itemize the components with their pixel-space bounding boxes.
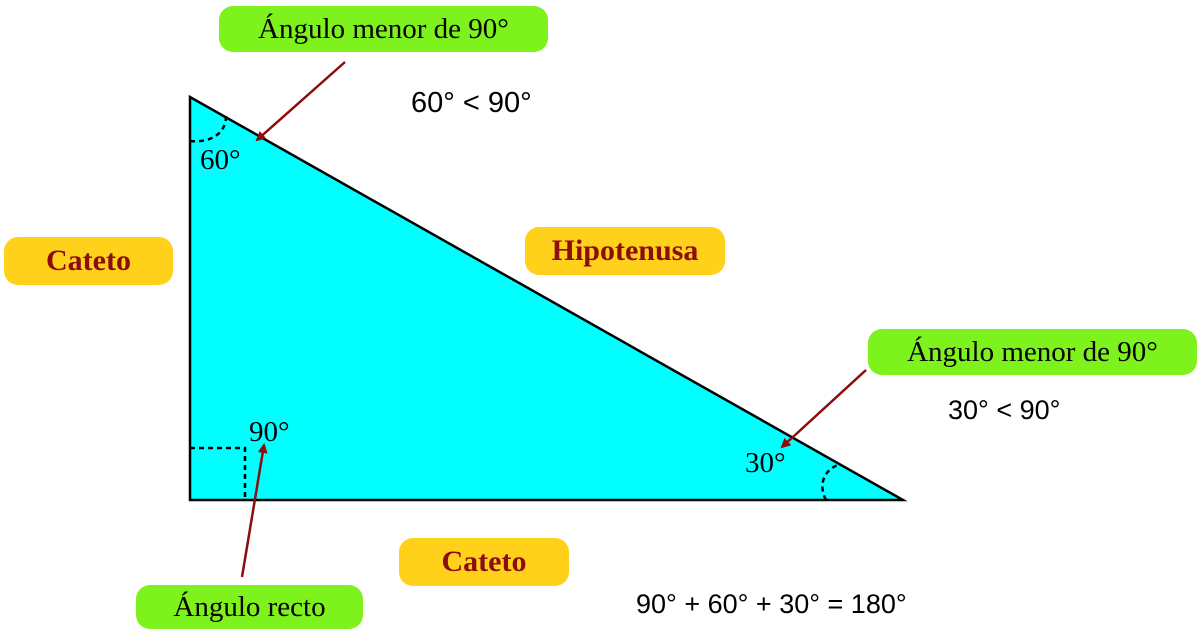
angle-sum-equation: 90° + 60° + 30° = 180°	[636, 589, 907, 619]
right-triangle	[188, 94, 908, 502]
label-cateto-horizontal: Cateto	[399, 538, 569, 586]
angle-top-value: 60°	[200, 144, 241, 176]
label-acute-right: Ángulo menor de 90°	[868, 329, 1197, 375]
comparison-top: 60° < 90°	[411, 87, 532, 119]
top-angle-arc	[189, 115, 228, 143]
right-angle-marker	[190, 446, 247, 500]
arrow-top-angle	[255, 61, 346, 142]
label-right-angle: Ángulo recto	[136, 585, 363, 629]
arrow-right-angle	[780, 369, 867, 449]
arrow-bottom-angle	[240, 443, 268, 578]
label-hipotenusa: Hipotenusa	[525, 227, 725, 275]
angle-bottom-value: 90°	[249, 416, 290, 448]
angle-right-value: 30°	[745, 447, 786, 479]
comparison-right: 30° < 90°	[948, 395, 1061, 425]
label-cateto-vertical: Cateto	[4, 237, 173, 285]
label-acute-top: Ángulo menor de 90°	[219, 6, 548, 52]
right-angle-arc	[821, 463, 839, 501]
